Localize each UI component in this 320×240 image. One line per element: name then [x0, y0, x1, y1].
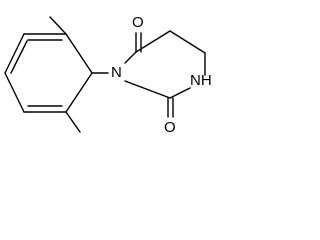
bond-n-c4: [124, 51, 137, 64]
bond-methyl-top: [49, 16, 67, 35]
molecule-structure-diagram: O N NH O: [4, 14, 212, 136]
bond-methyl-bottom: [65, 111, 81, 133]
bond-c5-c6: [169, 30, 206, 54]
bond-aromatic-inner-3: [10, 40, 28, 74]
bond-benzene-c1-c2: [65, 33, 93, 74]
atom-nh-group: NH: [190, 72, 212, 89]
bond-c2-n: [124, 80, 171, 99]
atom-oxygen-bottom: O: [164, 119, 176, 136]
bond-nh-c2: [169, 87, 191, 99]
atom-oxygen-top: O: [132, 14, 144, 31]
atom-label-layer: O N NH O: [111, 14, 212, 136]
bond-benzene-c2-c3: [65, 72, 93, 113]
bond-benzene-c4-c5: [4, 72, 25, 113]
bond-benzene-c5-c6: [4, 33, 25, 74]
bond-layer: [4, 16, 206, 133]
atom-nitrogen-ring: N: [111, 64, 122, 81]
